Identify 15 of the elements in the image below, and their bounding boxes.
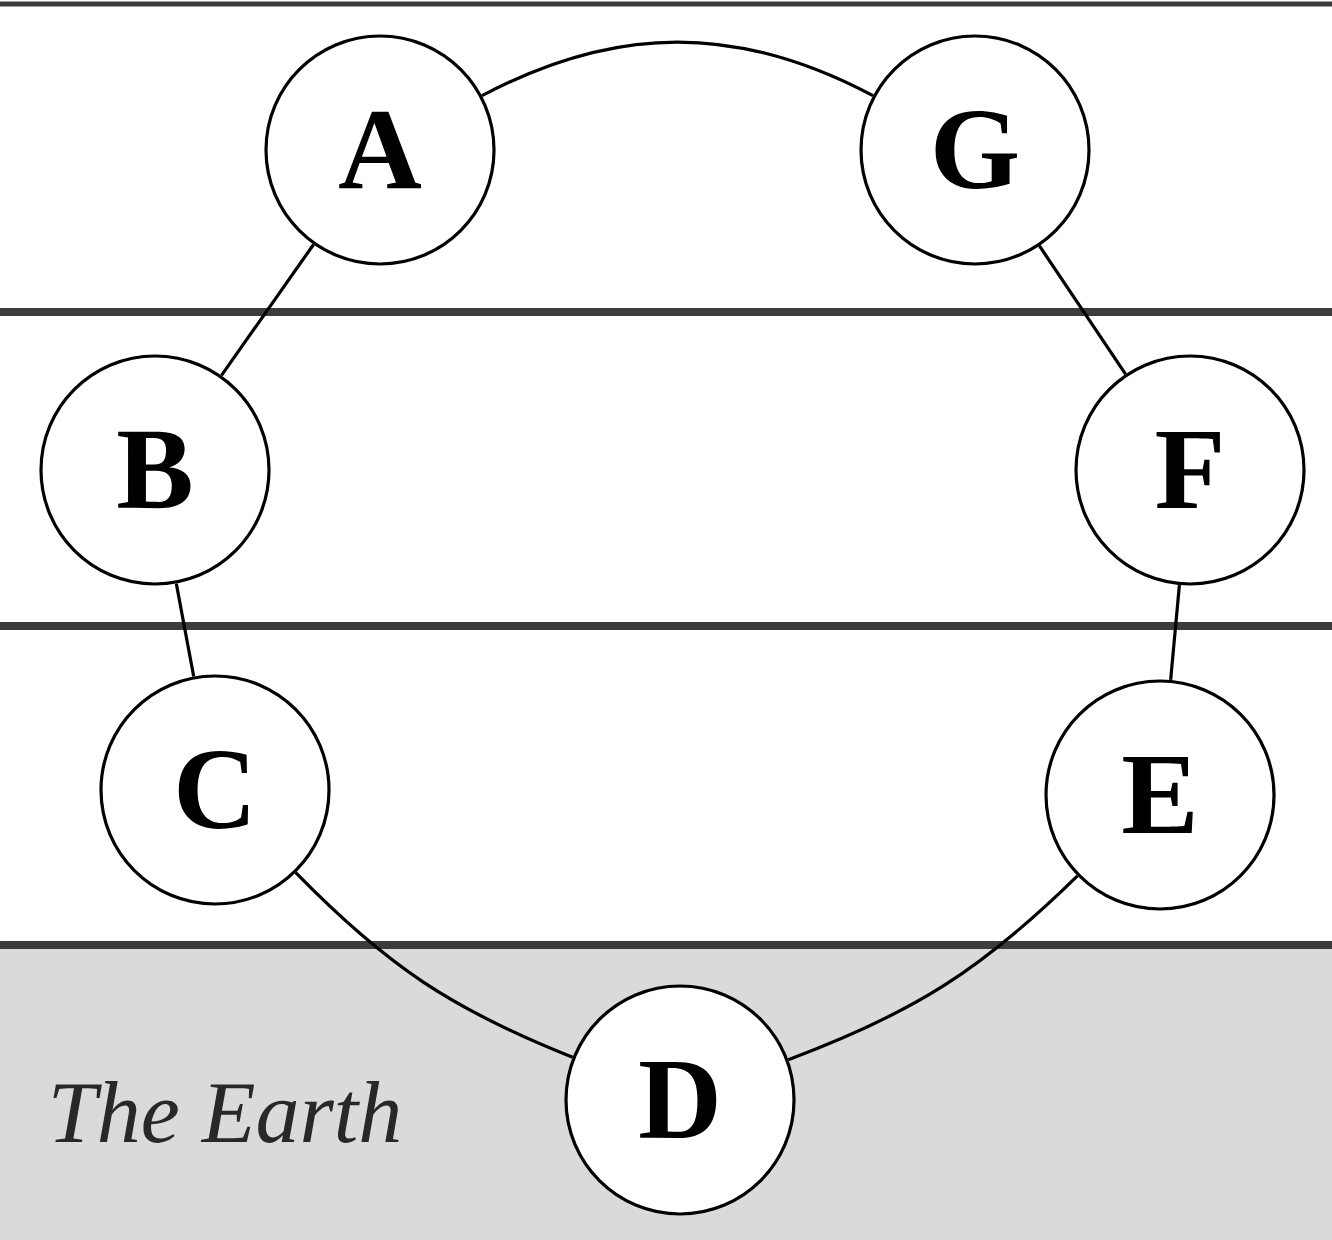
circle-node: D bbox=[564, 984, 796, 1216]
circle-node: G bbox=[859, 34, 1091, 266]
connector-line bbox=[481, 40, 874, 98]
circle-node: A bbox=[264, 34, 496, 266]
connector-line bbox=[1169, 584, 1181, 681]
circle-node: B bbox=[39, 354, 271, 586]
connector-line bbox=[787, 874, 1079, 1062]
connector-line bbox=[174, 583, 196, 677]
circle-node: F bbox=[1074, 354, 1306, 586]
connector-line bbox=[294, 871, 574, 1059]
connector-line bbox=[1038, 245, 1127, 375]
region-label: The Earth bbox=[53, 1081, 399, 1143]
circle-node: E bbox=[1044, 679, 1276, 911]
circle-node: C bbox=[99, 674, 331, 906]
connector-line bbox=[220, 243, 315, 377]
